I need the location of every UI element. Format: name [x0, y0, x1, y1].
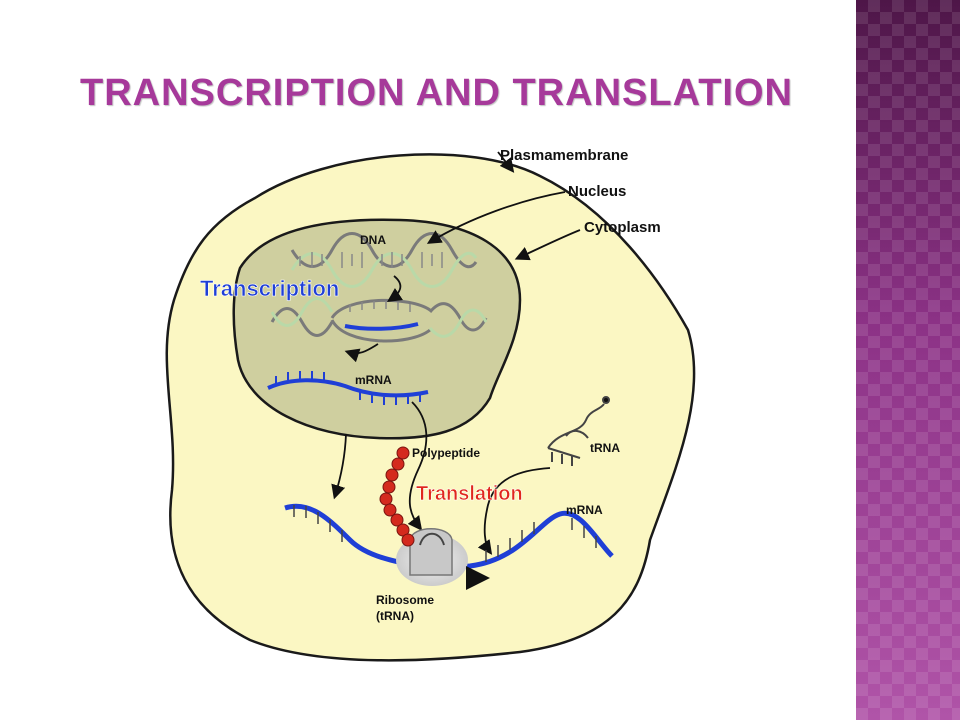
label-mrna-cytoplasm: mRNA [566, 503, 603, 517]
decorative-side-panel [856, 0, 960, 720]
polypeptide-chain [379, 446, 415, 547]
label-transcription: Transcription [200, 276, 339, 301]
label-nucleus: Nucleus [568, 183, 626, 200]
mrna-strand-nucleus [267, 371, 429, 405]
cell-diagram: Plasmamembrane Nucleus Cytoplasm DNA Tra… [165, 147, 696, 662]
diagram-arrows [331, 151, 581, 555]
ribosome [396, 528, 490, 590]
label-mrna-nucleus: mRNA [355, 373, 392, 387]
label-cytoplasm: Cytoplasm [584, 219, 661, 236]
label-plasmamembrane: Plasmamembrane [500, 147, 628, 164]
slide-title: TRANSCRIPTION AND TRANSLATION [80, 72, 793, 114]
label-ribosome-trna: (tRNA) [376, 609, 414, 623]
label-translation: Translation [416, 483, 523, 505]
label-ribosome: Ribosome [376, 593, 434, 607]
label-trna: tRNA [590, 441, 620, 455]
transcription-bubble [270, 297, 488, 343]
label-dna: DNA [360, 233, 386, 247]
dna-helix [290, 232, 478, 288]
trna-molecule [547, 396, 610, 466]
label-polypeptide: Polypeptide [412, 446, 480, 460]
